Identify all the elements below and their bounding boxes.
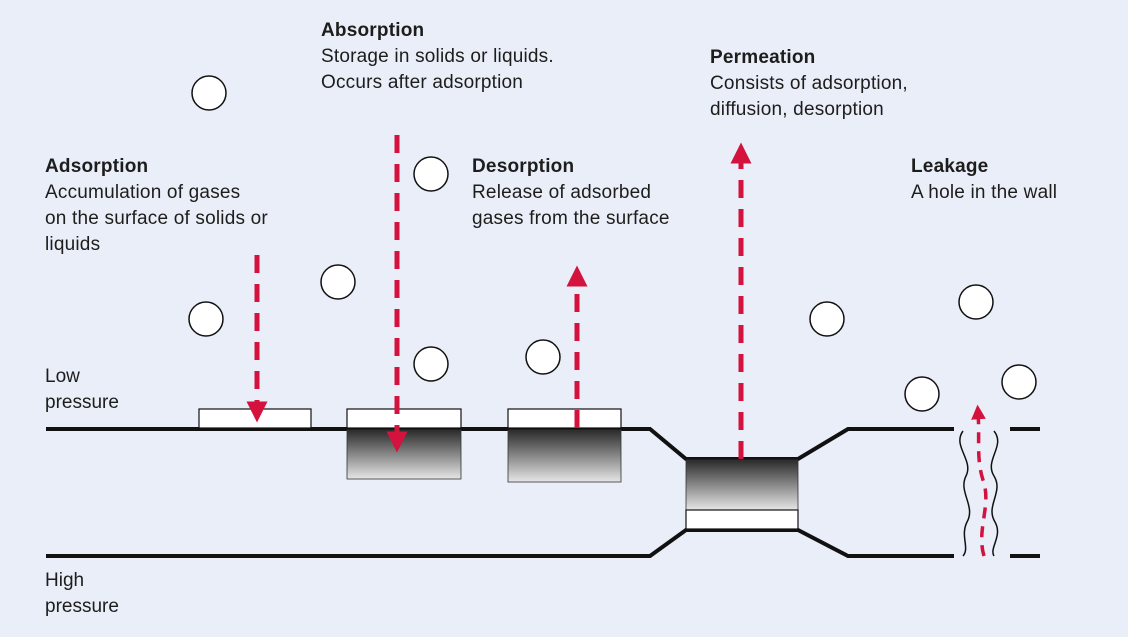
gas-molecule — [958, 284, 994, 320]
desorption-desc-line: gases from the surface — [472, 208, 670, 229]
gas-molecule — [904, 376, 940, 412]
permeation-lower-layer — [685, 509, 799, 530]
adsorption-desc-line: liquids — [45, 234, 101, 255]
absorbed-material-block — [346, 429, 462, 480]
absorption-title: Absorption — [321, 20, 425, 41]
leak-hole-left-edge — [959, 430, 971, 557]
permeation-desc-line: diffusion, desorption — [710, 99, 884, 120]
permeation-title: Permeation — [710, 47, 816, 68]
gas-molecule — [525, 339, 561, 375]
gas-molecule — [191, 75, 227, 111]
leak-hole-gap — [954, 425, 1010, 561]
permeation-wall-block — [685, 459, 799, 511]
high-pressure-word: High — [45, 570, 85, 591]
adsorption-label: Adsorption Accumulation of gases on the … — [45, 154, 268, 258]
permeation-label: Permeation Consists of adsorption, diffu… — [710, 45, 908, 123]
adsorption-title: Adsorption — [45, 156, 149, 177]
lower-wall-line — [46, 528, 1040, 558]
leakage-desc-line: A hole in the wall — [911, 182, 1058, 203]
leakage-title: Leakage — [911, 156, 989, 177]
low-pressure-word: pressure — [45, 392, 119, 413]
leakage-label: Leakage A hole in the wall — [911, 154, 1057, 206]
gas-molecule — [413, 346, 449, 382]
process-arrows — [246, 135, 988, 557]
gas-molecule — [1001, 364, 1037, 400]
gas-molecule — [320, 264, 356, 300]
desorption-label: Desorption Release of adsorbed gases fro… — [472, 154, 670, 232]
desorption-material-block — [507, 429, 622, 483]
desorption-desc-line: Release of adsorbed — [472, 182, 652, 203]
absorption-label: Absorption Storage in solids or liquids.… — [321, 18, 554, 96]
adsorbed-layer-2 — [346, 408, 462, 429]
gas-molecules — [188, 75, 1037, 412]
low-pressure-word: Low — [45, 366, 80, 387]
gas-molecule — [188, 301, 224, 337]
adsorption-desc-line: on the surface of solids or — [45, 208, 268, 229]
leakage-arrow — [971, 404, 988, 557]
high-pressure-word: pressure — [45, 596, 119, 617]
low-pressure-label: Low pressure — [45, 364, 119, 416]
gas-molecule — [413, 156, 449, 192]
leak-hole-right-edge — [990, 430, 999, 557]
absorption-desc-line: Storage in solids or liquids. — [321, 46, 554, 67]
adsorption-desc-line: Accumulation of gases — [45, 182, 241, 203]
desorption-title: Desorption — [472, 156, 575, 177]
gas-molecule — [809, 301, 845, 337]
permeation-desc-line: Consists of adsorption, — [710, 73, 908, 94]
absorption-desc-line: Occurs after adsorption — [321, 72, 524, 93]
adsorbed-layer-3 — [507, 408, 622, 429]
high-pressure-label: High pressure — [45, 568, 119, 620]
